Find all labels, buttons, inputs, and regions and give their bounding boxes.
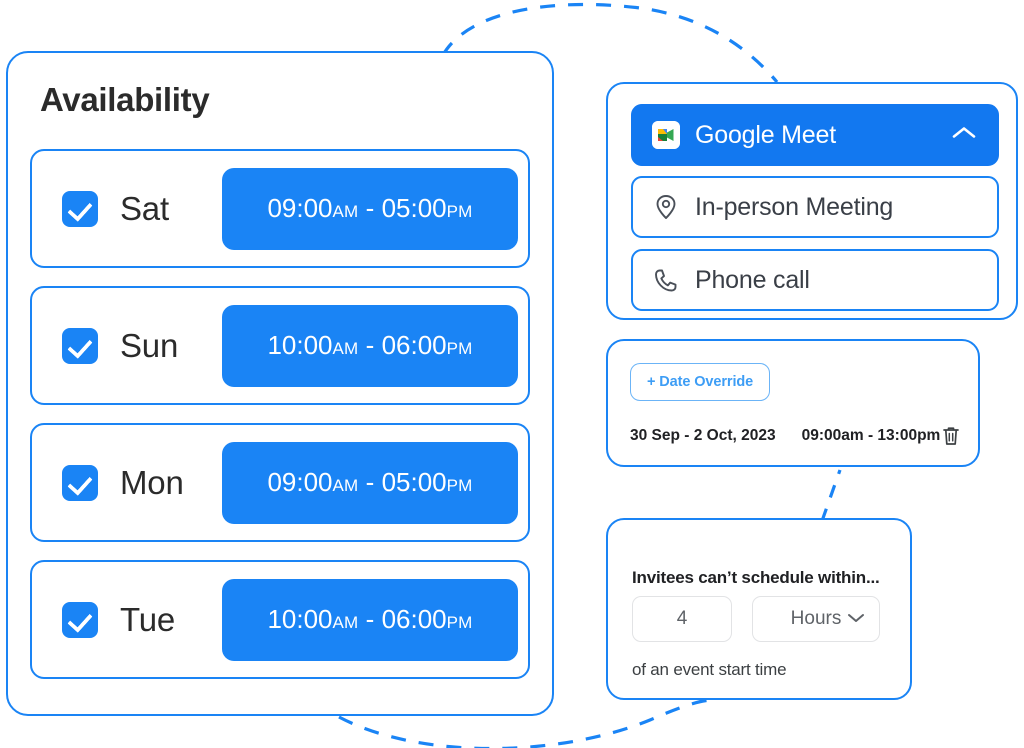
start-meridiem-tue: AM — [332, 613, 359, 632]
time-range-pill-tue[interactable]: 10:00AM - 06:00PM — [222, 578, 518, 661]
end-time-sat: 05:00 — [381, 193, 447, 223]
start-time-mon: 09:00 — [267, 467, 333, 497]
checkbox-sun[interactable] — [62, 327, 98, 364]
checkbox-mon[interactable] — [62, 464, 98, 501]
buffer-controls: 4 Hours — [632, 596, 880, 642]
checkbox-tue[interactable] — [62, 601, 98, 638]
chevron-down-icon — [847, 608, 865, 630]
range-separator-sun: - — [365, 330, 375, 360]
range-separator-mon: - — [365, 467, 375, 497]
availability-panel: Availability Sat 09:00AM - 05:00PM Sun 1… — [6, 51, 554, 716]
day-label-sun: Sun — [120, 326, 179, 364]
buffer-time-panel: Invitees can’t schedule within... 4 Hour… — [606, 518, 912, 700]
day-label-tue: Tue — [120, 600, 176, 638]
start-meridiem-mon: AM — [332, 476, 359, 495]
range-separator-tue: - — [365, 604, 375, 634]
meeting-option-label-google-meet: Google Meet — [695, 120, 836, 149]
checkbox-sat[interactable] — [62, 190, 98, 227]
time-range-pill-sun[interactable]: 10:00AM - 06:00PM — [222, 304, 518, 387]
time-range-pill-sat[interactable]: 09:00AM - 05:00PM — [222, 167, 518, 250]
phone-icon — [651, 265, 681, 295]
meeting-location-panel: Google Meet In-person Meeting Phone call — [606, 82, 1018, 320]
date-override-dates: 30 Sep - 2 Oct, 2023 — [630, 427, 776, 444]
meeting-option-label-in-person: In-person Meeting — [695, 192, 894, 221]
day-label-sat: Sat — [120, 189, 169, 227]
end-time-tue: 06:00 — [381, 604, 447, 634]
chevron-up-icon[interactable] — [951, 125, 977, 146]
location-pin-icon — [651, 192, 681, 222]
add-date-override-button[interactable]: + Date Override — [630, 363, 771, 401]
end-time-mon: 05:00 — [381, 467, 447, 497]
end-meridiem-tue: PM — [446, 613, 473, 632]
range-separator-sat: - — [365, 193, 375, 223]
meeting-option-google-meet[interactable]: Google Meet — [631, 104, 999, 166]
date-override-times: 09:00am - 13:00pm — [801, 427, 941, 444]
end-meridiem-mon: PM — [446, 476, 473, 495]
date-override-entry: 30 Sep - 2 Oct, 2023 09:00am - 13:00pm — [630, 425, 962, 447]
availability-day-list: Sat 09:00AM - 05:00PM Sun 10:00AM - 06:0… — [30, 149, 530, 679]
buffer-amount-input[interactable]: 4 — [632, 596, 732, 642]
buffer-footer-text: of an event start time — [632, 660, 787, 679]
availability-row-mon[interactable]: Mon 09:00AM - 05:00PM — [30, 423, 530, 542]
start-meridiem-sun: AM — [332, 339, 359, 358]
availability-row-tue[interactable]: Tue 10:00AM - 06:00PM — [30, 560, 530, 679]
start-time-sun: 10:00 — [267, 330, 333, 360]
end-time-sun: 06:00 — [381, 330, 447, 360]
buffer-unit-select[interactable]: Hours — [752, 596, 880, 642]
start-time-sat: 09:00 — [267, 193, 333, 223]
start-meridiem-sat: AM — [332, 202, 359, 221]
page-title: Availability — [40, 81, 210, 118]
end-meridiem-sat: PM — [446, 202, 473, 221]
availability-row-sun[interactable]: Sun 10:00AM - 06:00PM — [30, 286, 530, 405]
google-meet-icon — [651, 120, 681, 150]
meeting-option-in-person[interactable]: In-person Meeting — [631, 176, 999, 238]
availability-row-sat[interactable]: Sat 09:00AM - 05:00PM — [30, 149, 530, 268]
start-time-tue: 10:00 — [267, 604, 333, 634]
date-override-panel: + Date Override 30 Sep - 2 Oct, 2023 09:… — [606, 339, 980, 467]
meeting-option-label-phone-call: Phone call — [695, 265, 810, 294]
meeting-option-phone-call[interactable]: Phone call — [631, 249, 999, 311]
buffer-title: Invitees can’t schedule within... — [632, 568, 880, 587]
day-label-mon: Mon — [120, 463, 184, 501]
trash-icon[interactable] — [940, 425, 962, 447]
time-range-pill-mon[interactable]: 09:00AM - 05:00PM — [222, 441, 518, 524]
end-meridiem-sun: PM — [446, 339, 473, 358]
connector-middle-dash — [820, 469, 842, 522]
buffer-unit-label: Hours — [790, 608, 842, 629]
